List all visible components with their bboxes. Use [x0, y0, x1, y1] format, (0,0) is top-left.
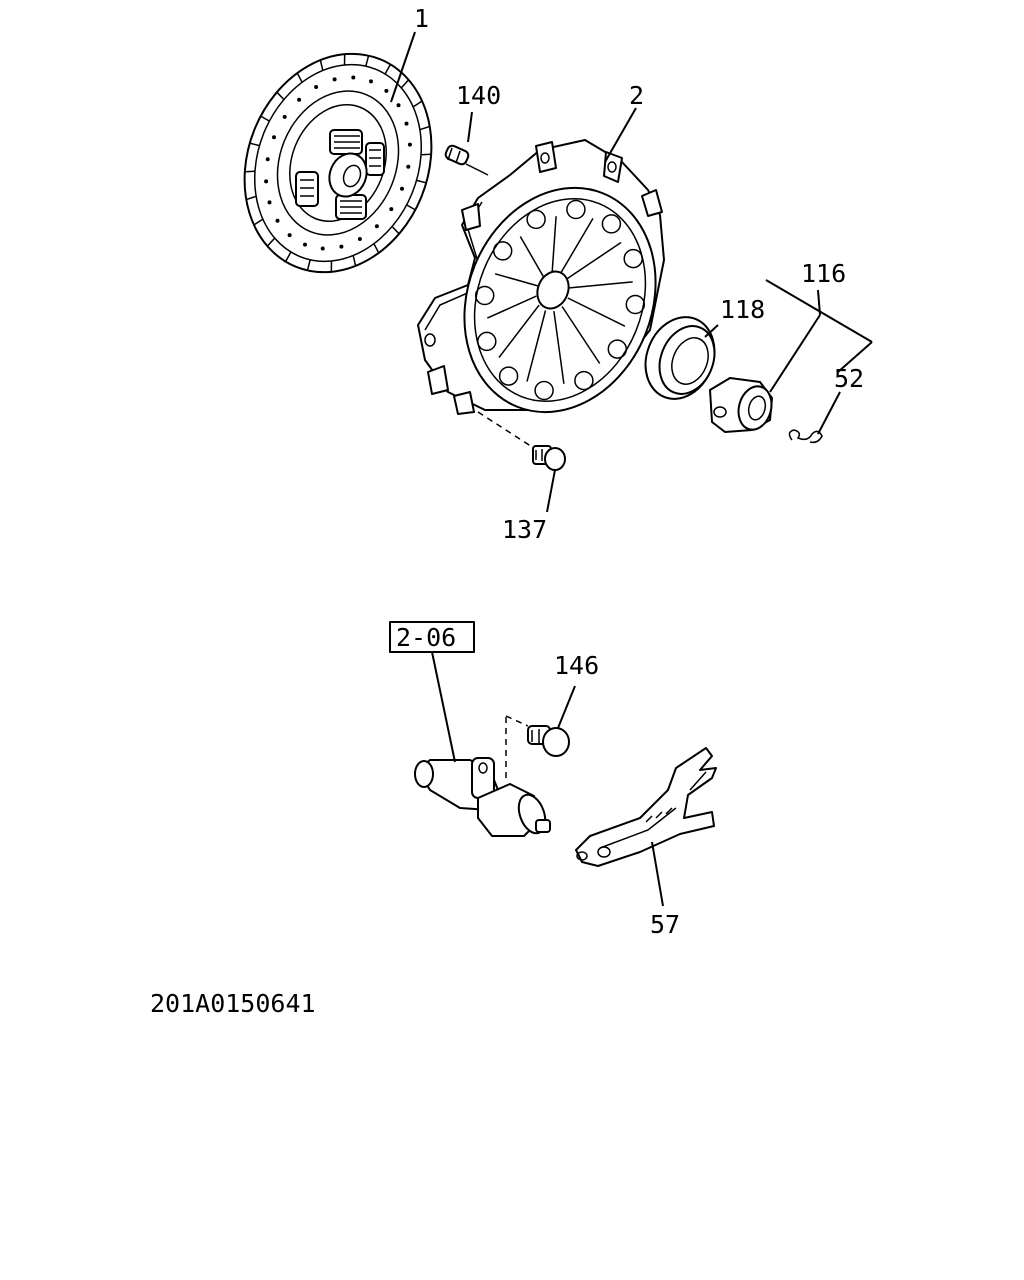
diaphragm-finger [519, 236, 545, 278]
bolt-137 [477, 411, 566, 471]
diaphragm-finger-tip [474, 285, 495, 306]
release-fork [575, 747, 717, 867]
diaphragm-finger-tip [498, 366, 519, 386]
disc-segment-line [373, 243, 380, 254]
disc-segment-line [420, 153, 432, 156]
disc-segment-line [412, 100, 423, 108]
diaphragm-finger-tip [601, 214, 622, 234]
callout-57: 57 [650, 910, 680, 939]
disc-rivet [374, 224, 379, 229]
disc-rivet [267, 200, 272, 205]
disc-rivet [389, 207, 394, 212]
disc-segment-line [276, 91, 285, 101]
disc-rivet [357, 237, 362, 241]
diaphragm-finger [569, 281, 633, 289]
diaphragm-finger [498, 304, 540, 358]
callout-146: 146 [554, 651, 599, 680]
diaphragm-finger-tip [566, 199, 586, 220]
disc-segment-line [266, 237, 276, 247]
disc-segment-line [406, 204, 416, 211]
diaphragm-finger-tip [623, 248, 643, 269]
disc-rivet [351, 75, 356, 80]
disc-rivet [406, 164, 411, 169]
retaining-clip [788, 429, 823, 444]
disc-segment-line [365, 55, 370, 67]
disc-segment-line [391, 225, 400, 235]
disc-segment-line [284, 251, 292, 262]
section-ref-box [389, 621, 475, 653]
bolt-146 [527, 725, 570, 757]
disc-rivet [407, 142, 412, 147]
disc-rivet [303, 242, 307, 247]
disc-rivet [264, 179, 269, 184]
clutch-disc [243, 52, 433, 274]
disc-rivet [384, 88, 389, 93]
callout-52: 52 [834, 364, 864, 393]
diaphragm-finger [526, 310, 547, 382]
disc-segment-line [249, 142, 260, 147]
diaphragm-finger-tip [574, 370, 594, 391]
disc-segment-line [246, 195, 257, 201]
disc-rivet [314, 85, 319, 89]
disc-segment-line [419, 125, 430, 131]
diaphragm-finger [494, 273, 539, 287]
disc-segment-line [306, 259, 311, 271]
callout-1: 1 [414, 4, 429, 33]
leader-lines-bottom [431, 651, 664, 907]
diaphragm-finger-tip [607, 339, 628, 359]
diaphragm-finger-tip [534, 380, 554, 401]
disc-segment-line [319, 59, 324, 71]
disc-segment-line [384, 64, 392, 75]
disc-rivet [400, 186, 404, 191]
callout-116: 116 [801, 259, 846, 288]
diaphragm-finger-tip [625, 294, 646, 315]
drawing-number: 201A0150641 [150, 989, 316, 1018]
disc-rivet [297, 97, 302, 102]
release-bearing [644, 316, 716, 400]
diaphragm-finger-tip [477, 331, 497, 352]
disc-rivet [369, 79, 373, 84]
disc-segment-line [416, 179, 427, 184]
section-ref-label: 2-06 [396, 623, 456, 652]
diaphragm-finger [486, 295, 537, 319]
diaphragm-finger-tip [526, 209, 546, 230]
diaphragm-finger [553, 310, 565, 384]
disc-segment-line [296, 72, 303, 83]
leader-lines-top [390, 31, 873, 513]
disc-rivet [404, 121, 409, 126]
clutch-slave-cylinder [414, 715, 551, 837]
callout-118: 118 [720, 295, 765, 324]
disc-segment-line [260, 115, 270, 122]
diaphragm-finger [561, 306, 601, 364]
disc-segment-line [352, 255, 357, 267]
disc-rivet [396, 103, 401, 108]
diaphragm-finger [567, 297, 626, 327]
bearing-holder [709, 377, 773, 433]
disc-rivet [320, 246, 325, 251]
disc-rivet [287, 233, 292, 238]
disc-rivet [265, 157, 270, 162]
callout-140: 140 [456, 81, 501, 110]
callout-137: 137 [502, 515, 547, 544]
disc-rivet [332, 77, 337, 82]
disc-rivet [272, 135, 276, 140]
diaphragm-finger-tip [492, 241, 513, 261]
diaphragm-finger [551, 216, 557, 273]
disc-rivet [282, 114, 287, 119]
disc-segment-line [253, 218, 264, 226]
diaphragm-finger [559, 218, 594, 274]
disc-segment-line [244, 170, 256, 173]
disc-rivet [275, 218, 280, 223]
disc-rivet [339, 244, 344, 249]
dowel-pin [444, 144, 489, 176]
disc-segment-line [400, 79, 410, 89]
callout-2: 2 [629, 81, 644, 110]
diaphragm-finger [566, 241, 622, 280]
pressure-plate-cover [417, 139, 665, 415]
